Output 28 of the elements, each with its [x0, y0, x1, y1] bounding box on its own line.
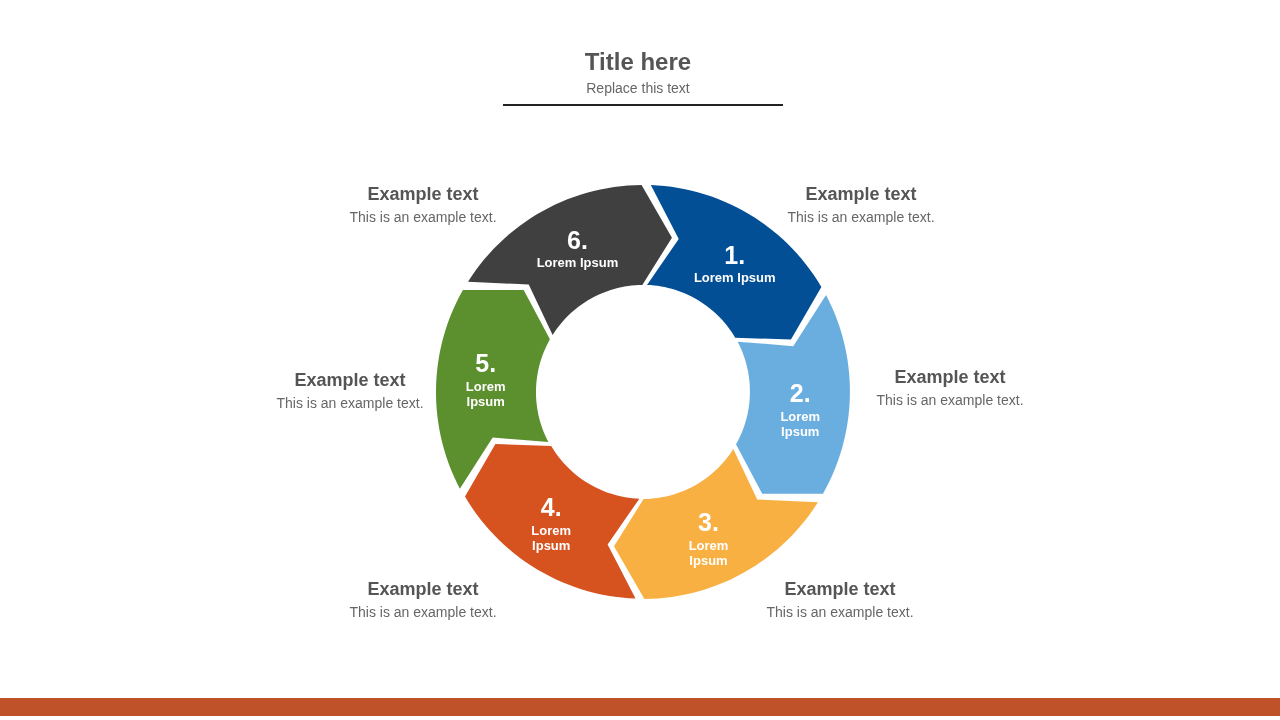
arrow-segment [736, 295, 850, 495]
step-number: 1. [724, 243, 746, 269]
item-description: This is an example text. [787, 209, 935, 225]
item-heading: Example text [894, 367, 1006, 388]
step-number: 4. [540, 494, 562, 520]
step-number: 3. [698, 509, 719, 535]
subtitle: Replace this text [586, 80, 690, 96]
step-label: Lorem Ipsum [779, 409, 822, 440]
step-label: Lorem Ipsum [530, 522, 573, 553]
title: Title here [584, 48, 692, 76]
step-number: 2. [789, 381, 811, 407]
item-heading: Example text [367, 579, 479, 600]
step-label: Lorem Ipsum [692, 270, 777, 286]
step-label: Lorem Ipsum [464, 378, 507, 409]
step-label: Lorem Ipsum [535, 255, 620, 271]
item-description: This is an example text. [276, 395, 424, 411]
item-description: This is an example text. [876, 392, 1024, 408]
step-number: 5. [475, 350, 497, 376]
arrow-segment [436, 289, 550, 489]
item-heading: Example text [367, 184, 479, 205]
item-heading: Example text [294, 370, 406, 391]
item-heading: Example text [784, 579, 896, 600]
item-description: This is an example text. [766, 604, 914, 620]
item-description: This is an example text. [349, 604, 497, 620]
item-description: This is an example text. [349, 209, 497, 225]
step-label: Lorem Ipsum [687, 537, 730, 568]
item-heading: Example text [805, 184, 917, 205]
step-number: 6. [567, 228, 588, 254]
